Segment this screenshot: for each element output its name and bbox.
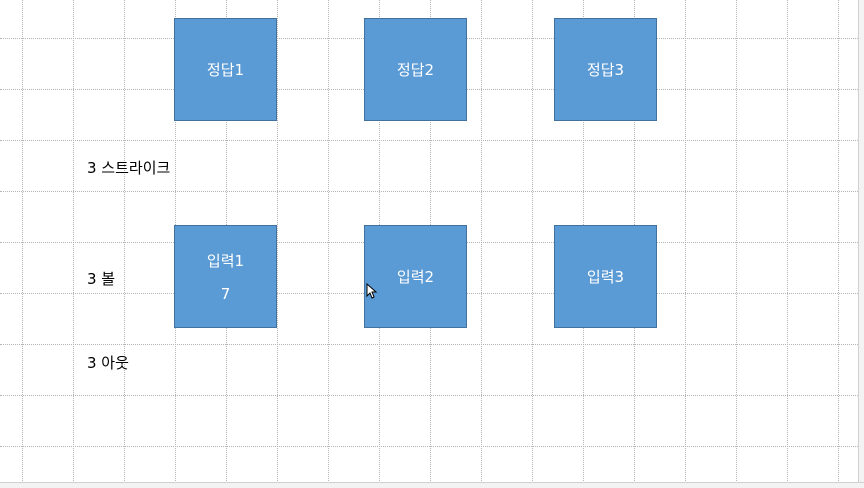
grid-line <box>22 0 23 487</box>
answer-box-2[interactable]: 정답2 <box>364 18 467 121</box>
grid-line <box>481 0 482 487</box>
grid-line <box>124 0 125 487</box>
answer-box-1-label: 정답1 <box>206 61 245 79</box>
input-box-1[interactable]: 입력1 7 <box>174 225 277 328</box>
input-box-2-label: 입력2 <box>396 268 435 286</box>
input-box-1-label: 입력1 <box>206 252 245 270</box>
grid-line <box>0 344 864 345</box>
answer-box-2-label: 정답2 <box>396 61 435 79</box>
window-right-edge <box>858 0 864 487</box>
out-result: 3 아웃 <box>87 354 129 372</box>
grid-line <box>328 0 329 487</box>
grid-line <box>532 0 533 487</box>
grid-line <box>0 191 864 192</box>
window-bottom-edge <box>0 482 864 488</box>
grid-line <box>73 0 74 487</box>
grid-line <box>0 140 864 141</box>
input-box-1-value: 7 <box>220 285 231 303</box>
grid-line <box>277 0 278 487</box>
input-box-3[interactable]: 입력3 <box>554 225 657 328</box>
grid-line <box>838 0 839 487</box>
answer-box-1[interactable]: 정답1 <box>174 18 277 121</box>
grid-line <box>736 0 737 487</box>
strike-result: 3 스트라이크 <box>87 159 171 177</box>
input-box-2[interactable]: 입력2 <box>364 225 467 328</box>
input-box-3-label: 입력3 <box>586 268 625 286</box>
grid-line <box>0 446 864 447</box>
grid-line <box>0 395 864 396</box>
grid-line <box>685 0 686 487</box>
ball-result: 3 볼 <box>87 270 116 288</box>
answer-box-3[interactable]: 정답3 <box>554 18 657 121</box>
answer-box-3-label: 정답3 <box>586 61 625 79</box>
grid-line <box>787 0 788 487</box>
cursor-icon <box>366 282 378 299</box>
